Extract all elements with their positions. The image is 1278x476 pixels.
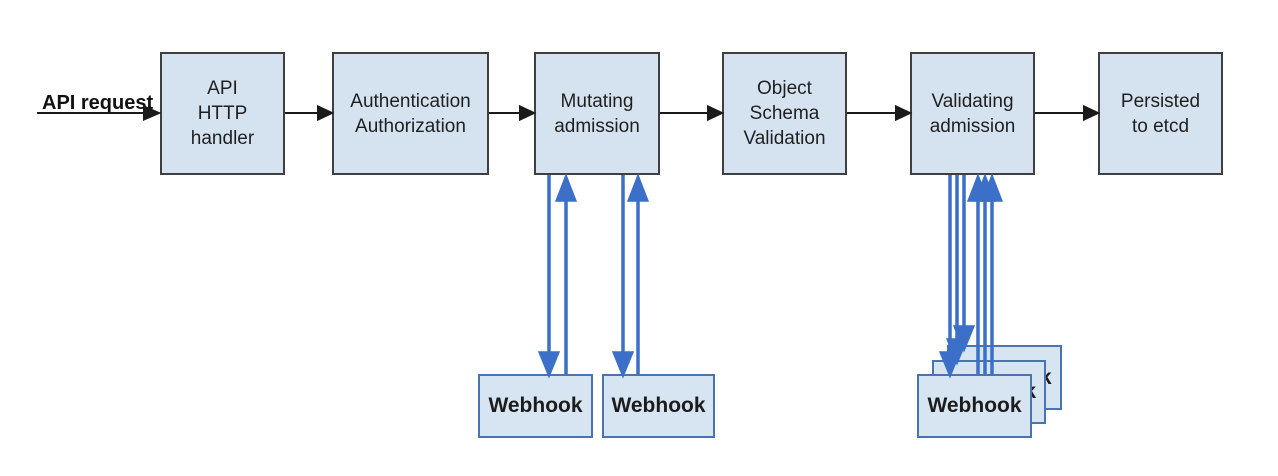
node-object-schema-validation: Object Schema Validation — [722, 52, 847, 175]
node-persisted-to-etcd: Persisted to etcd — [1098, 52, 1223, 175]
mutating-webhook1-return-arrow — [554, 173, 578, 374]
node-authentication-authorization: Authentication Authorization — [332, 52, 489, 175]
flow-arrow-validating-to-etcd — [1035, 104, 1101, 122]
node-mutating-admission: Mutating admission — [534, 52, 660, 175]
mutating-webhook1-call-arrow — [537, 175, 561, 379]
flow-arrow-handler-to-auth — [285, 104, 335, 122]
api-request-label: API request — [42, 92, 154, 114]
node-api-http-handler: API HTTP handler — [160, 52, 285, 175]
mutating-webhook2-return-arrow — [626, 173, 650, 374]
mutating-webhook-box-2: Webhook — [602, 374, 715, 438]
mutating-webhook-box-1: Webhook — [478, 374, 593, 438]
mutating-webhook2-call-arrow — [611, 175, 635, 379]
node-validating-admission: Validating admission — [910, 52, 1035, 175]
flow-arrow-auth-to-mutating — [489, 104, 537, 122]
validating-webhook-box-front: Webhook — [917, 374, 1032, 438]
flow-arrow-mutating-to-schema — [660, 104, 725, 122]
flow-arrow-schema-to-validating — [847, 104, 913, 122]
